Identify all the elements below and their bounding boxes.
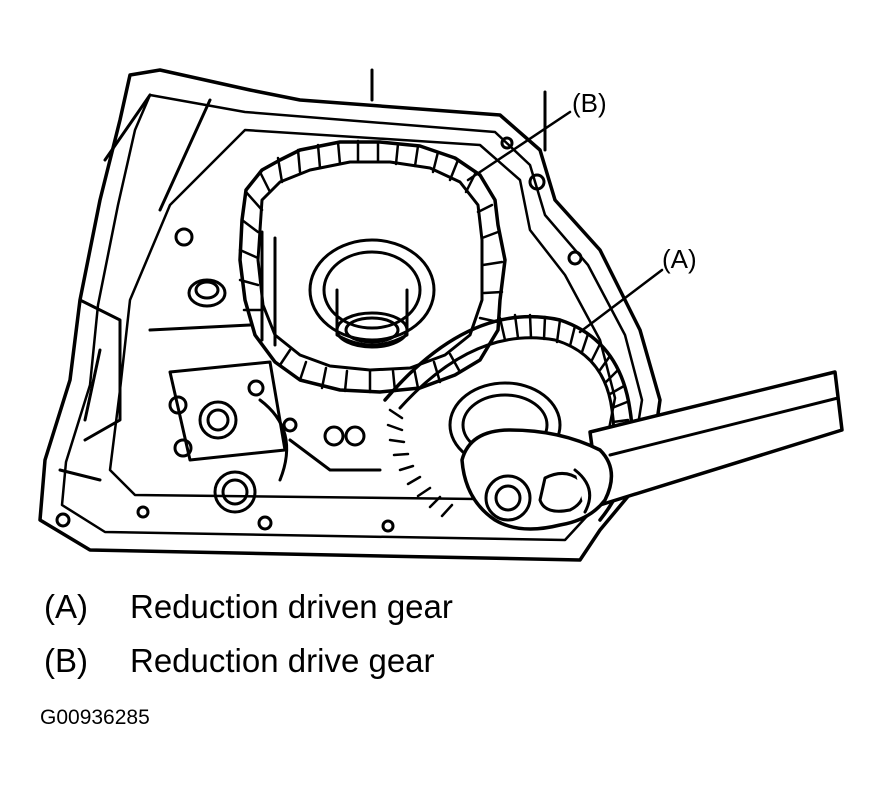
callout-b-label: (B) bbox=[572, 88, 607, 118]
legend-item-b: (B) Reduction drive gear bbox=[44, 642, 435, 680]
gear-illustration bbox=[38, 68, 844, 562]
legend-text: Reduction driven gear bbox=[130, 588, 453, 625]
valve-components bbox=[148, 278, 382, 514]
figure-id: G00936285 bbox=[40, 706, 150, 729]
callout-leaders bbox=[466, 110, 664, 334]
leader-b bbox=[466, 110, 572, 182]
reduction-drive-gear bbox=[238, 139, 507, 394]
torque-wrench bbox=[460, 370, 844, 531]
legend-text: Reduction drive gear bbox=[130, 642, 435, 679]
callout-a-label: (A) bbox=[662, 244, 697, 274]
leader-a bbox=[578, 268, 664, 334]
legend-item-a: (A) Reduction driven gear bbox=[44, 588, 453, 626]
legend-key: (B) bbox=[44, 642, 88, 679]
legend-key: (A) bbox=[44, 588, 88, 625]
